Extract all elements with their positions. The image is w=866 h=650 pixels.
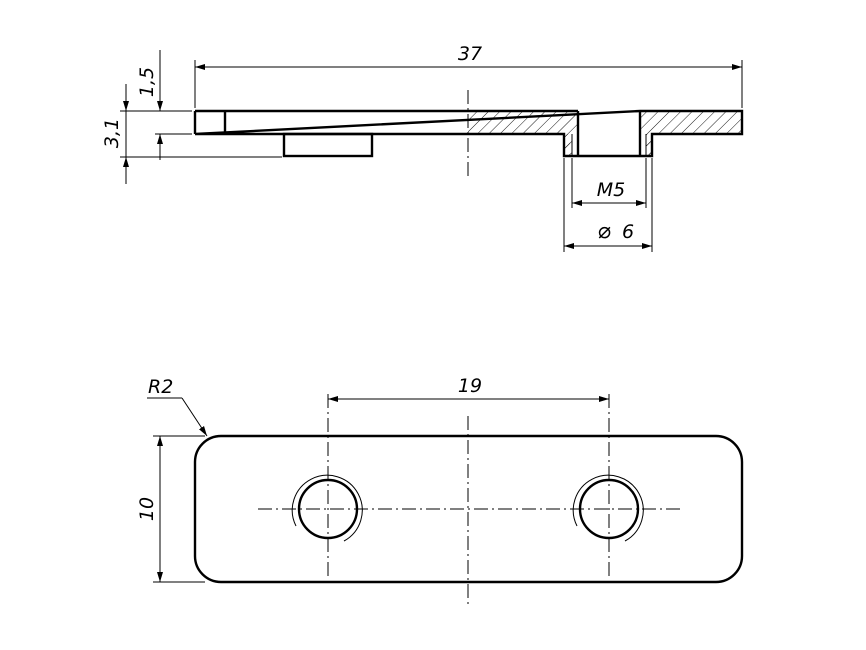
dim-total-height-label: 3,1 [101,118,123,148]
dim-hole-spacing-label: 19 [458,375,482,397]
dim-boss-diameter-label: 6 [622,221,634,243]
hole-right-thread-arc [572,474,644,542]
dim-thread-label: M5 [597,179,625,201]
dim-length-label: 37 [458,43,482,65]
plan-view: 19 10 R2 [136,375,744,606]
dim-flange-thickness-label: 1,5 [136,67,158,97]
dim-corner-radius-label: R2 [148,376,173,398]
section-view: 37 1,5 3,1 M5 ⌀ 6 [101,43,744,252]
boss-wall-right-hatch [646,134,652,156]
lower-pad [282,132,374,158]
radius-leader [181,397,208,437]
dim-width-label: 10 [136,497,158,521]
boss-wall-left-hatch [564,134,572,156]
diameter-symbol: ⌀ [597,219,611,244]
hole-left-thread-arc [291,474,363,542]
